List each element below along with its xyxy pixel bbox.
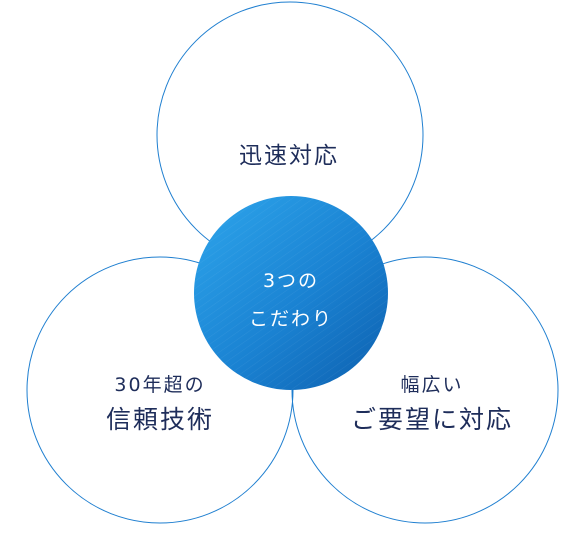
left-circle-label: 信頼技術 [105, 405, 215, 434]
left-circle-sublabel: 30年超の [114, 374, 206, 396]
top-circle-label: 迅速対応 [239, 143, 339, 169]
center-label-line2: こだわり [248, 308, 334, 330]
right-circle-sublabel: 幅広い [400, 374, 464, 396]
center-label-line1: 3つの [262, 270, 320, 292]
right-circle-label: ご要望に対応 [350, 405, 514, 434]
circle-right [291, 256, 559, 524]
circle-left [26, 256, 294, 524]
center-circle-texture [194, 196, 388, 390]
